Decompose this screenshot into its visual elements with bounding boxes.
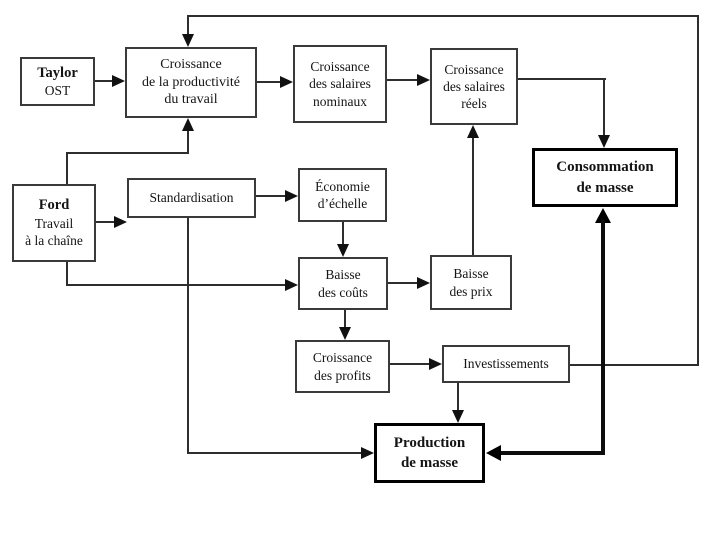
edge-ford-couts-arrowhead	[285, 279, 298, 291]
node-croissance-salaires-nominaux: Croissance des salaires nominaux	[293, 45, 387, 123]
edge-standardisation-production-hline	[187, 452, 363, 454]
edge-economie-couts-line	[342, 222, 344, 246]
edge-loop-productivite-vline	[187, 15, 189, 36]
edge-ford-productivite-vline1	[66, 153, 68, 184]
node-investissements: Investissements	[442, 345, 570, 383]
node-economie-echelle: Économie d’échelle	[298, 168, 387, 222]
edge-profits-investissements-line	[390, 363, 431, 365]
edge-consommation-production-hline	[500, 451, 605, 455]
edge-investissements-production-arrowhead	[452, 410, 464, 423]
edge-couts-profits-arrowhead	[339, 327, 351, 340]
node-taylor-subtitle: OST	[44, 83, 71, 99]
node-consommation-de-masse: Consommation de masse	[532, 148, 678, 207]
edge-reels-consommation-vline	[603, 78, 605, 137]
node-production-de-masse: Production de masse	[374, 423, 485, 483]
edge-consommation-production-arrowhead-left	[486, 445, 501, 461]
edge-profits-investissements-arrowhead	[429, 358, 442, 370]
edge-loop-top-hline	[187, 15, 699, 17]
node-croissance-salaires-reels: Croissance des salaires réels	[430, 48, 518, 125]
edge-nominaux-reels-line	[387, 79, 418, 81]
edge-nominaux-reels-arrowhead	[417, 74, 430, 86]
edge-production-consommation-arrowhead-up	[595, 208, 611, 223]
edge-production-consommation-vline	[601, 220, 605, 455]
edge-standardisation-production-arrowhead	[361, 447, 374, 459]
edge-standardisation-economie-line	[256, 195, 287, 197]
edge-ford-productivite-hline	[66, 152, 189, 154]
edge-ford-couts-vline	[66, 262, 68, 286]
edge-productivite-nominaux-arrowhead	[280, 76, 293, 88]
edge-couts-profits-line	[344, 310, 346, 329]
edge-couts-prix-line	[388, 282, 419, 284]
node-ford-subtitle: Travail à la chaîne	[25, 216, 83, 249]
edge-standardisation-production-vline	[187, 218, 189, 454]
edge-loop-productivite-arrowhead	[182, 34, 194, 47]
node-croissance-productivite: Croissance de la productivité du travail	[125, 47, 257, 118]
edge-ford-standardisation-line	[96, 221, 116, 223]
edge-ford-standardisation-arrowhead	[114, 216, 127, 228]
edge-investissements-loop-hline	[570, 364, 699, 366]
node-standardisation: Standardisation	[127, 178, 256, 218]
edge-loop-right-vline	[697, 15, 699, 366]
node-taylor: Taylor OST	[20, 57, 95, 106]
node-ford: Ford Travail à la chaîne	[12, 184, 96, 262]
edge-ford-couts-hline	[66, 284, 287, 286]
edge-taylor-productivite-arrowhead	[112, 75, 125, 87]
edge-ford-productivite-vline2	[187, 129, 189, 154]
edge-economie-couts-arrowhead	[337, 244, 349, 257]
edge-taylor-productivite-line	[95, 80, 115, 82]
node-baisse-prix: Baisse des prix	[430, 255, 512, 310]
edge-investissements-production-line	[457, 383, 459, 412]
edge-ford-productivite-arrowhead	[182, 118, 194, 131]
node-ford-title: Ford	[38, 197, 70, 214]
edge-reels-consommation-hline	[518, 78, 606, 80]
edge-productivite-nominaux-line	[257, 81, 283, 83]
edge-couts-prix-arrowhead	[417, 277, 430, 289]
node-taylor-title: Taylor	[37, 64, 78, 81]
edge-standardisation-economie-arrowhead	[285, 190, 298, 202]
edge-prix-reels-line	[472, 136, 474, 255]
node-croissance-profits: Croissance des profits	[295, 340, 390, 393]
node-baisse-couts: Baisse des coûts	[298, 257, 388, 310]
edge-reels-consommation-arrowhead	[598, 135, 610, 148]
edge-prix-reels-arrowhead	[467, 125, 479, 138]
